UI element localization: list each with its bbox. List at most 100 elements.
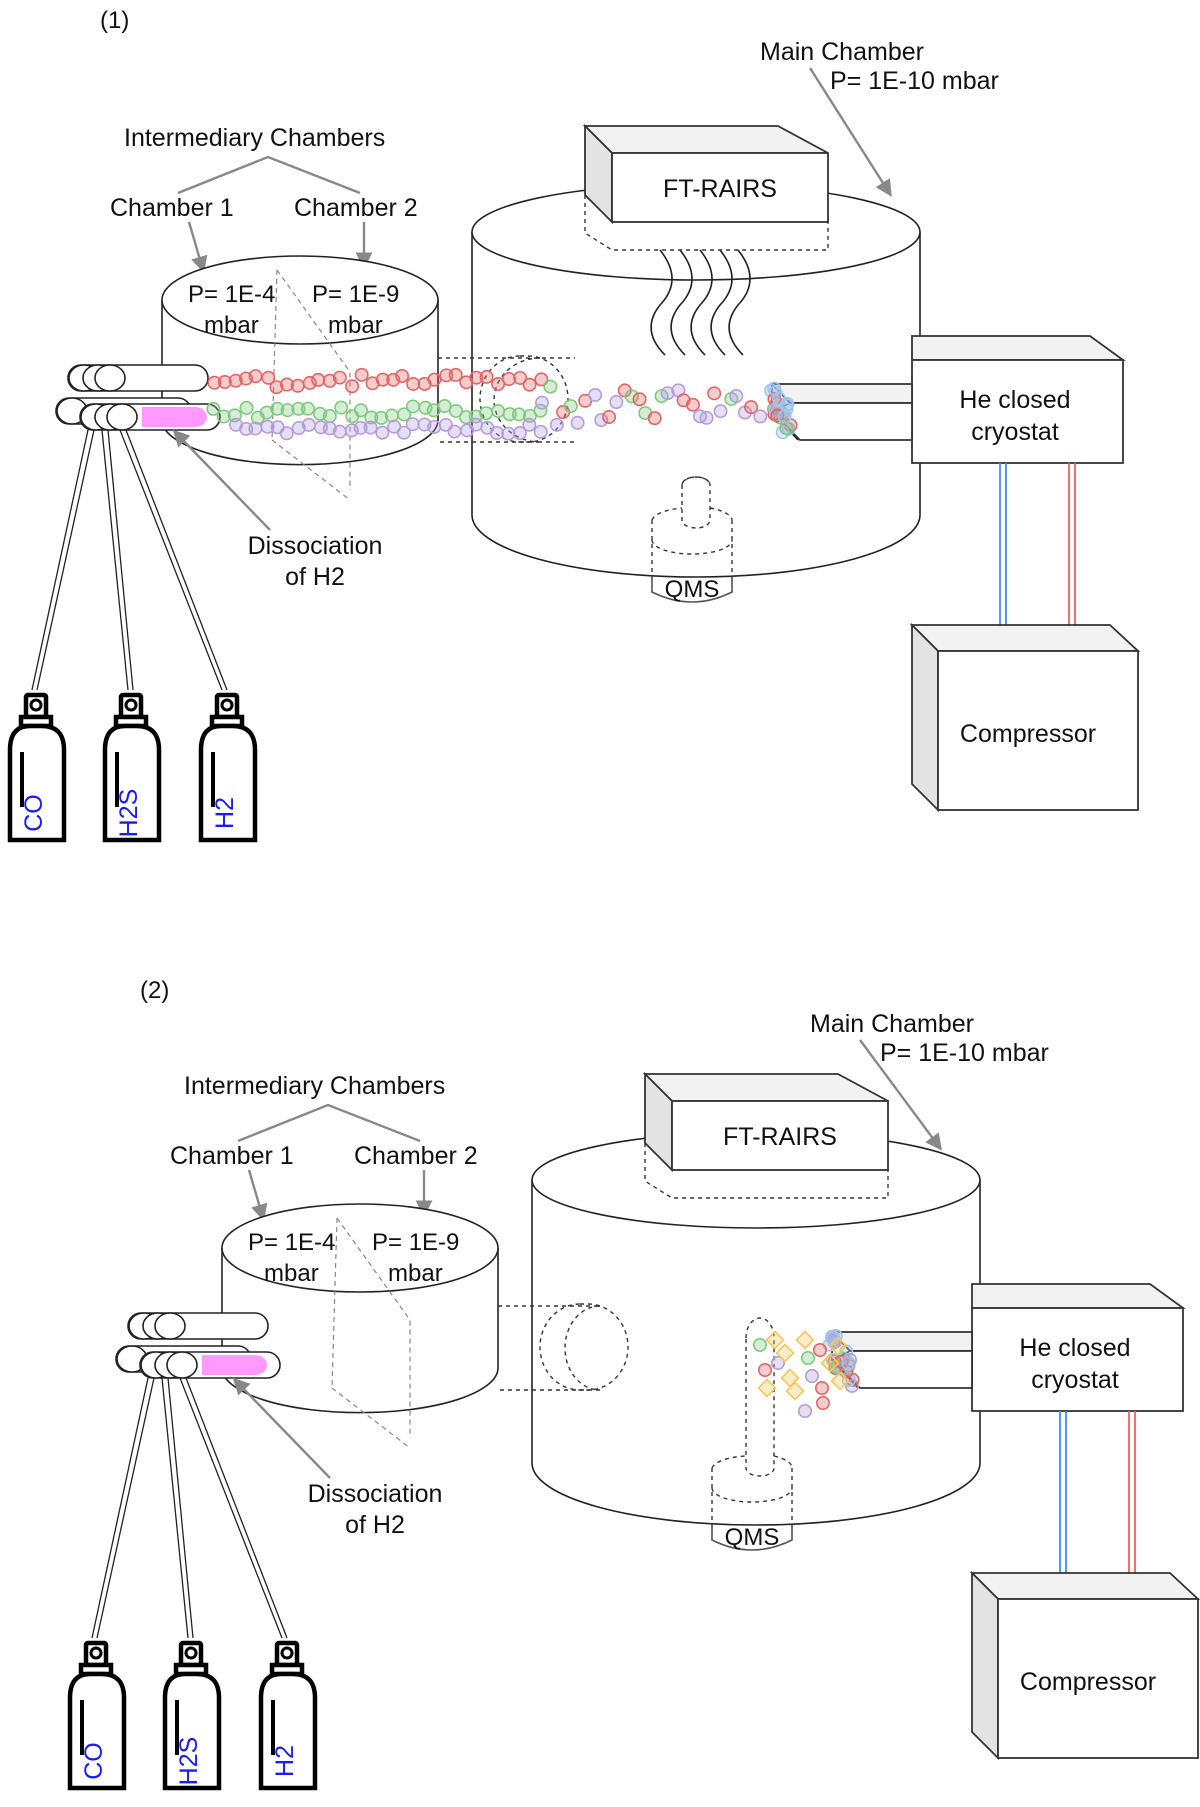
co-molecule	[354, 367, 369, 382]
qms-label: QMS	[665, 576, 720, 603]
ir-beam-waves	[650, 249, 751, 356]
h-atom	[332, 424, 347, 439]
co-molecule	[261, 370, 276, 385]
ice-molecule	[777, 409, 792, 424]
co-molecule	[534, 372, 549, 387]
compressor-label: Compressor	[960, 720, 1096, 748]
h2s-molecule	[291, 401, 306, 416]
main-chamber-pressure: P= 1E-10 mbar	[830, 67, 999, 95]
beam-molecule	[729, 389, 744, 404]
desorbed-molecule	[752, 1337, 767, 1352]
h2s-molecule	[206, 401, 221, 416]
h-atom	[279, 426, 294, 441]
h2s-molecule	[397, 407, 412, 422]
h2s-molecule	[448, 403, 463, 418]
h-atom	[353, 420, 368, 435]
chamber-1-unit: mbar	[264, 1260, 319, 1287]
panel-desorption: (2) Intermediary Chambers Chamber 1 Cham…	[67, 977, 1200, 1791]
panel-deposition: (1) Intermediary Chambers Chamber 1 Cham…	[7, 7, 1141, 843]
co-molecule	[406, 376, 421, 391]
chamber-1-pressure: P= 1E-4	[248, 1229, 335, 1256]
ftrairs-box: FT-RAIRS	[642, 1071, 889, 1199]
gas-injectors	[115, 1312, 281, 1379]
coolant-lines	[999, 463, 1076, 625]
desorbed-molecule	[770, 1355, 785, 1370]
gas-bottle-h2: H2	[258, 1640, 318, 1791]
beam-molecule	[660, 386, 675, 401]
chamber-2-unit: mbar	[388, 1260, 443, 1287]
desorbed-molecule	[814, 1380, 829, 1395]
h2s-molecule	[437, 399, 452, 414]
gas-lines	[91, 1377, 288, 1639]
bracket-line	[237, 1103, 421, 1143]
desorbed-molecule	[842, 1352, 857, 1367]
h-atom	[248, 421, 263, 436]
beam-molecule	[707, 386, 722, 401]
h2s-molecule	[334, 400, 349, 415]
compressor-box: Compressor	[909, 622, 1141, 813]
beam-molecule	[588, 387, 603, 402]
main-chamber-arrow	[808, 67, 892, 197]
co-molecule	[522, 377, 537, 392]
main-chamber	[531, 1131, 981, 1526]
qms-label: QMS	[725, 1524, 780, 1551]
chamber-1-label: Chamber 1	[170, 1142, 294, 1170]
main-chamber-label: Main Chamber	[760, 38, 924, 66]
desorbed-molecule	[757, 1378, 777, 1398]
chamber-1-arrow	[187, 221, 208, 274]
gas-lines	[31, 429, 228, 691]
h-atom	[301, 417, 316, 432]
main-chamber-pressure: P= 1E-10 mbar	[880, 1039, 1049, 1067]
dissociation-label-line2: of H2	[285, 563, 345, 591]
ftrairs-label: FT-RAIRS	[663, 175, 777, 203]
gas-bottle-co: CO	[67, 1640, 127, 1791]
h-atom	[501, 426, 516, 441]
qms: QMS	[651, 476, 733, 603]
h2s-molecule	[491, 404, 506, 419]
h-atom	[512, 426, 527, 441]
dissociation-label-line1: Dissociation	[248, 532, 383, 560]
h-atom	[375, 425, 390, 440]
h2s-molecule	[374, 410, 389, 425]
ftrairs-box: FT-RAIRS	[582, 123, 829, 251]
h2s-molecule	[459, 410, 474, 425]
qms: QMS	[711, 1317, 793, 1551]
desorbed-molecule	[828, 1336, 848, 1356]
gas-label: H2	[211, 797, 239, 829]
desorbed-molecule	[804, 1368, 819, 1383]
desorbed-molecule	[820, 1353, 840, 1373]
gas-bottle-co: CO	[7, 692, 67, 843]
co-molecule	[248, 369, 263, 384]
co-molecule	[345, 379, 360, 394]
h-atom	[363, 420, 378, 435]
desorbed-molecule	[815, 1395, 830, 1410]
dissociation-label-line1: Dissociation	[308, 1480, 443, 1508]
gas-bottle-h2: H2	[198, 692, 258, 843]
co-molecule	[375, 372, 390, 387]
co-molecule	[228, 373, 243, 388]
desorbed-molecules	[752, 1329, 860, 1418]
co-molecule	[427, 372, 442, 387]
cryostat-label-line2: cryostat	[971, 418, 1059, 446]
desorbed-molecule	[830, 1371, 850, 1391]
chamber-1-label: Chamber 1	[110, 194, 234, 222]
h2s-molecule	[239, 400, 254, 415]
h2s-molecule	[479, 406, 494, 421]
co-molecule	[448, 367, 463, 382]
plasma-region	[202, 1355, 267, 1375]
h-atom	[447, 424, 462, 439]
beam-molecule	[685, 397, 700, 412]
co-molecule	[279, 377, 294, 392]
co-molecule	[207, 375, 222, 390]
h-atom	[522, 417, 537, 432]
co-molecule	[269, 380, 284, 395]
beam-molecule	[535, 395, 550, 410]
beam-tube	[438, 357, 575, 443]
co-molecule	[290, 378, 305, 393]
beam-molecule	[624, 389, 639, 404]
intermediary-chambers-title: Intermediary Chambers	[184, 1072, 445, 1100]
h-atom	[489, 425, 504, 440]
beam-molecule	[602, 409, 617, 424]
